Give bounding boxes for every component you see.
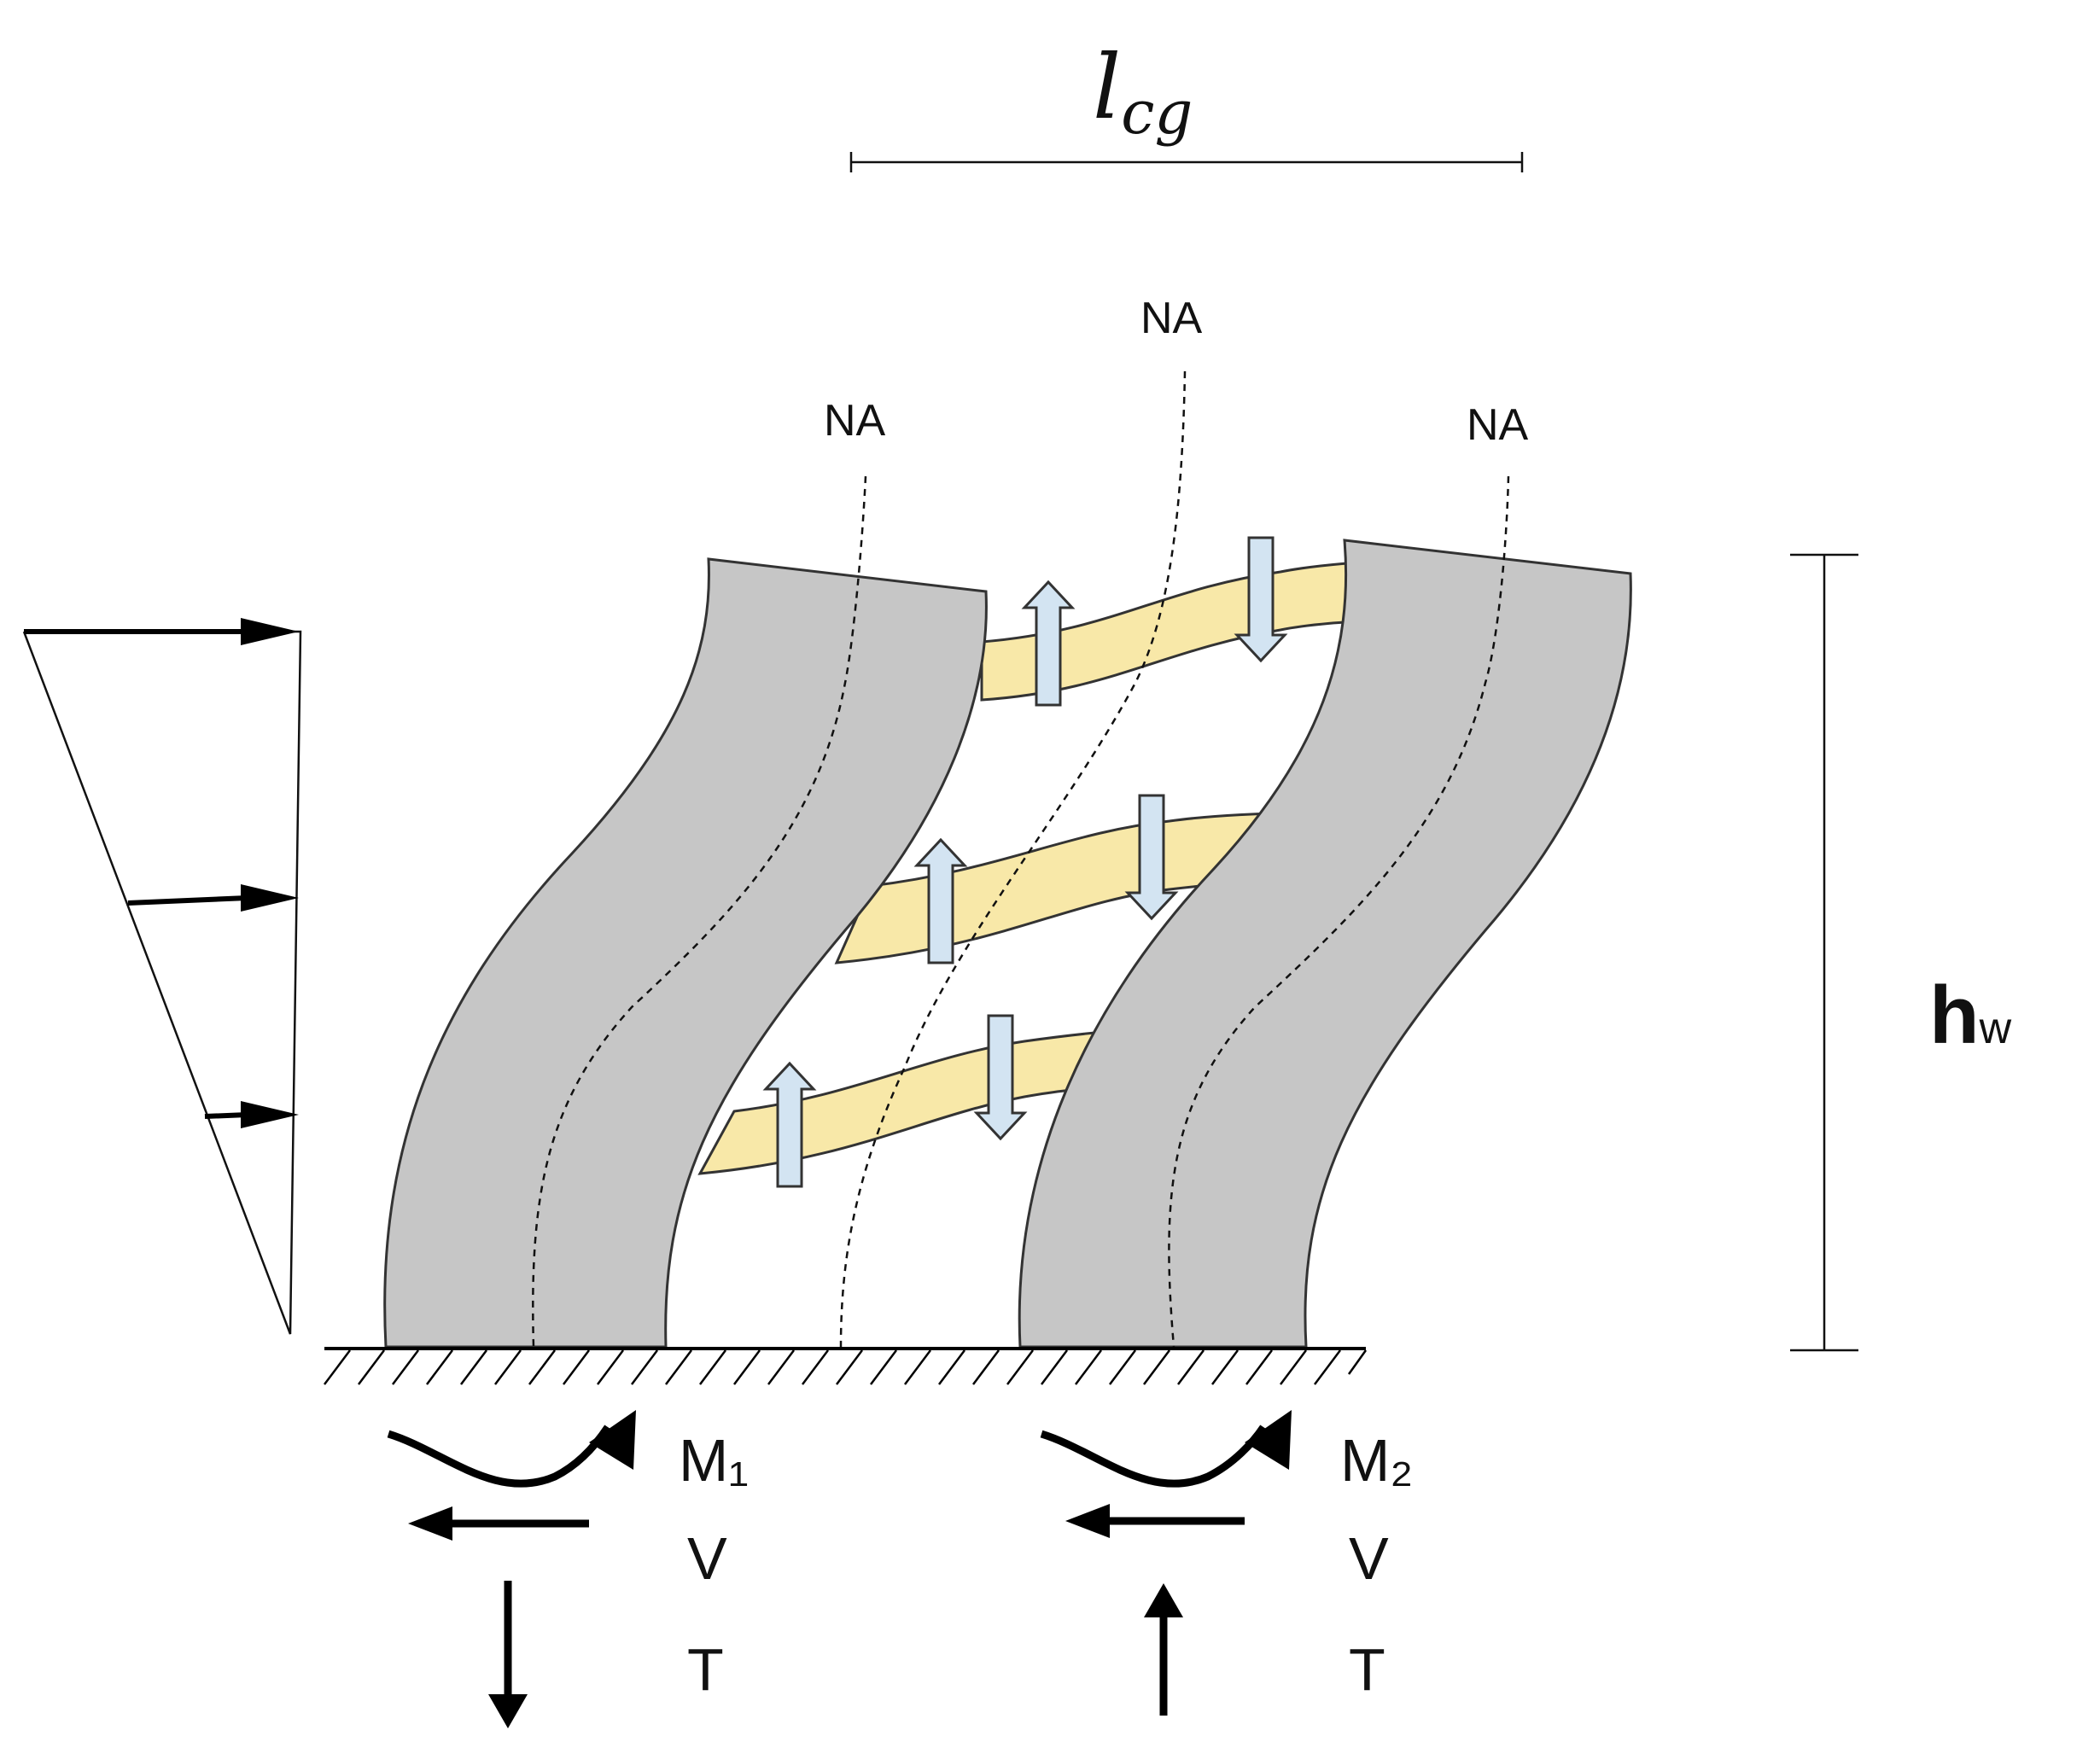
bottom-beam-up-arrow (762, 1061, 817, 1188)
right-wall-neutral-axis (1168, 475, 1510, 1348)
shear-label-right: V (1349, 1525, 1389, 1592)
na-label-right: NA (1467, 400, 1529, 450)
middle-beam-down-arrow (1124, 794, 1179, 921)
na-label-center: NA (1140, 294, 1203, 343)
moment-arrow-right-shaft (1040, 1425, 1267, 1488)
compression-arrow-right-head (1144, 1583, 1183, 1617)
fixed-ground (324, 1347, 1368, 1385)
wall-height-label: hw (1929, 970, 2012, 1061)
tension-label-left: T (687, 1636, 724, 1703)
moment-arrow-left-head (589, 1410, 636, 1470)
lateral-load-diagram (22, 618, 302, 1335)
top-beam-down-arrow (1234, 536, 1288, 663)
right-base-reactions: M₂ V T (1040, 1410, 1413, 1716)
top-beam-up-arrow (1021, 580, 1076, 707)
right-wall (1018, 539, 1632, 1349)
shear-arrow-left-head (408, 1506, 452, 1541)
neutral-axes (532, 370, 1510, 1348)
wall-height-dimension: hw (1790, 553, 2012, 1352)
na-label-left: NA (824, 396, 886, 446)
moment-arrow-right-head (1245, 1410, 1292, 1470)
left-wall (383, 557, 988, 1349)
center-neutral-axis (839, 370, 1187, 1348)
shear-label-left: V (687, 1525, 727, 1592)
coupling-length-label: lcg (1093, 35, 1193, 148)
beam-shear-arrows (762, 536, 1288, 1188)
moment-arrow-left-shaft (387, 1425, 611, 1488)
bottom-beam-down-arrow (973, 1014, 1028, 1141)
tension-arrow-left-head (488, 1694, 528, 1728)
middle-beam-up-arrow (913, 837, 968, 964)
coupling-length-dimension: lcg (849, 35, 1524, 172)
shear-arrow-right-head (1065, 1504, 1110, 1538)
moment-label-left: M₁ (679, 1427, 749, 1494)
moment-label-right: M₂ (1340, 1427, 1413, 1494)
left-base-reactions: M₁ V T (387, 1410, 749, 1728)
left-wall-neutral-axis (532, 475, 867, 1348)
axial-label-right: T (1349, 1636, 1385, 1703)
